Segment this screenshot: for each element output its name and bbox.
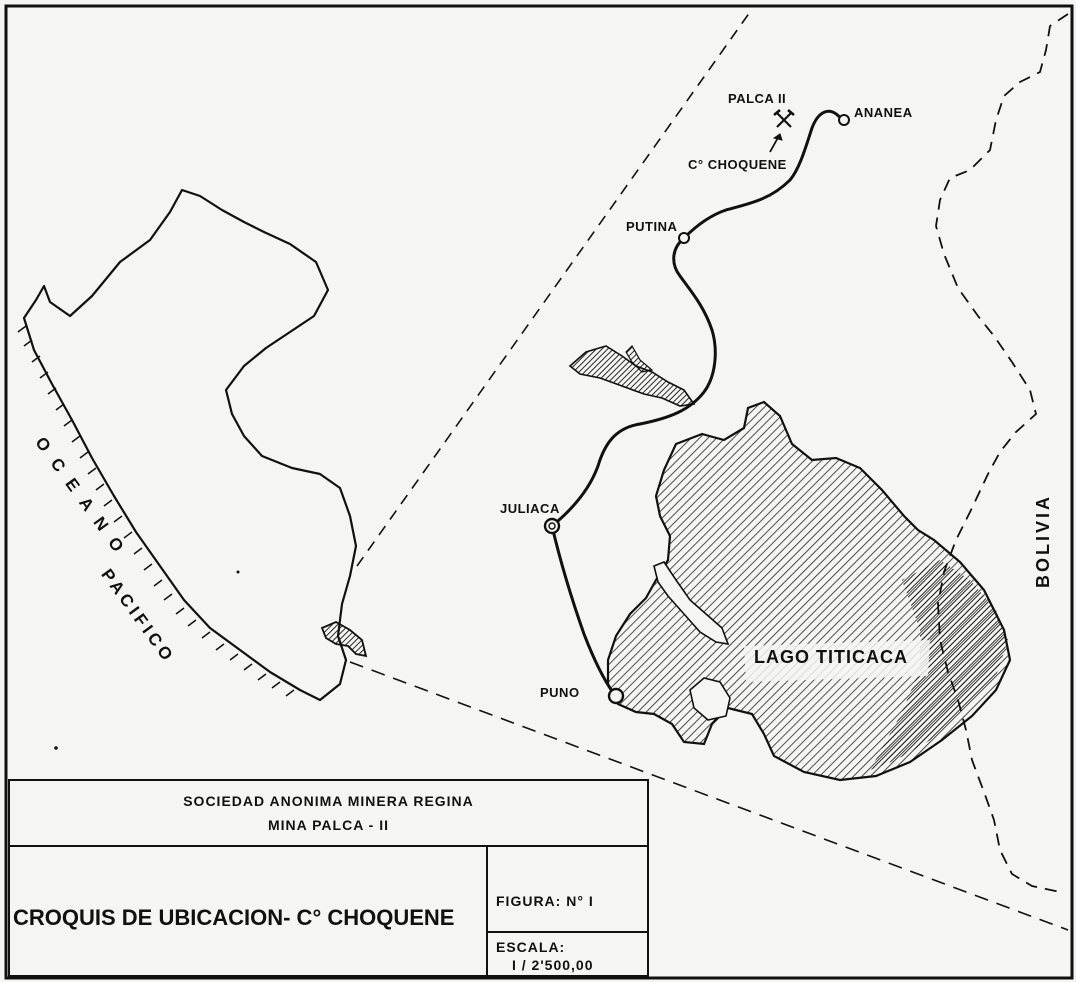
ananea-marker	[838, 114, 850, 126]
peru-outline	[22, 188, 358, 702]
company-header: SOCIEDAD ANONIMA MINERA REGINA MINA PALC…	[10, 781, 647, 847]
putina-label: PUTINA	[626, 219, 678, 234]
figure-number: FIGURA: N° I	[496, 893, 594, 909]
drawing-title: CROQUIS DE UBICACION- C° CHOQUENE	[13, 905, 455, 930]
juliaca-marker	[543, 517, 561, 535]
map-frame	[4, 4, 1074, 980]
puno-marker	[607, 687, 625, 705]
juliaca-label: JULIACA	[500, 501, 560, 516]
lake-inner-bay	[653, 561, 730, 646]
puno-label: PUNO	[540, 685, 580, 700]
bolivia-label: BOLIVIA	[1033, 493, 1053, 588]
inset-location-area	[320, 620, 368, 658]
palca-label: PALCA II	[728, 91, 787, 106]
lake-label-clearing	[744, 640, 930, 682]
lake-label: LAGO TITICACA	[754, 647, 908, 667]
title-block: SOCIEDAD ANONIMA MINERA REGINA MINA PALC…	[8, 779, 649, 977]
crossed-hammers-icon	[773, 109, 795, 128]
lake-east-shading	[870, 560, 1008, 770]
arrow-icon	[769, 133, 783, 153]
lake-south-bay	[689, 677, 731, 721]
scale-label: ESCALA:	[496, 939, 566, 955]
title-cell: CROQUIS DE UBICACION- C° CHOQUENE	[10, 845, 488, 977]
northern-lagoon	[568, 345, 696, 407]
scale-cell: ESCALA: I / 2'500,00	[488, 933, 647, 977]
figure-cell: FIGURA: N° I	[488, 845, 647, 933]
putina-marker	[678, 232, 690, 244]
scale-value: I / 2'500,00	[512, 957, 594, 973]
bolivia-border	[935, 13, 1069, 893]
access-road	[550, 109, 844, 695]
company-name: SOCIEDAD ANONIMA MINERA REGINA	[183, 793, 474, 809]
choquene-label: C° CHOQUENE	[688, 157, 787, 172]
ananea-label: ANANEA	[854, 105, 913, 120]
projection-line-lower	[349, 661, 1069, 931]
mine-name: MINA PALCA - II	[267, 817, 390, 833]
lagoon-arm	[625, 345, 654, 373]
coast-ticks	[17, 325, 295, 697]
